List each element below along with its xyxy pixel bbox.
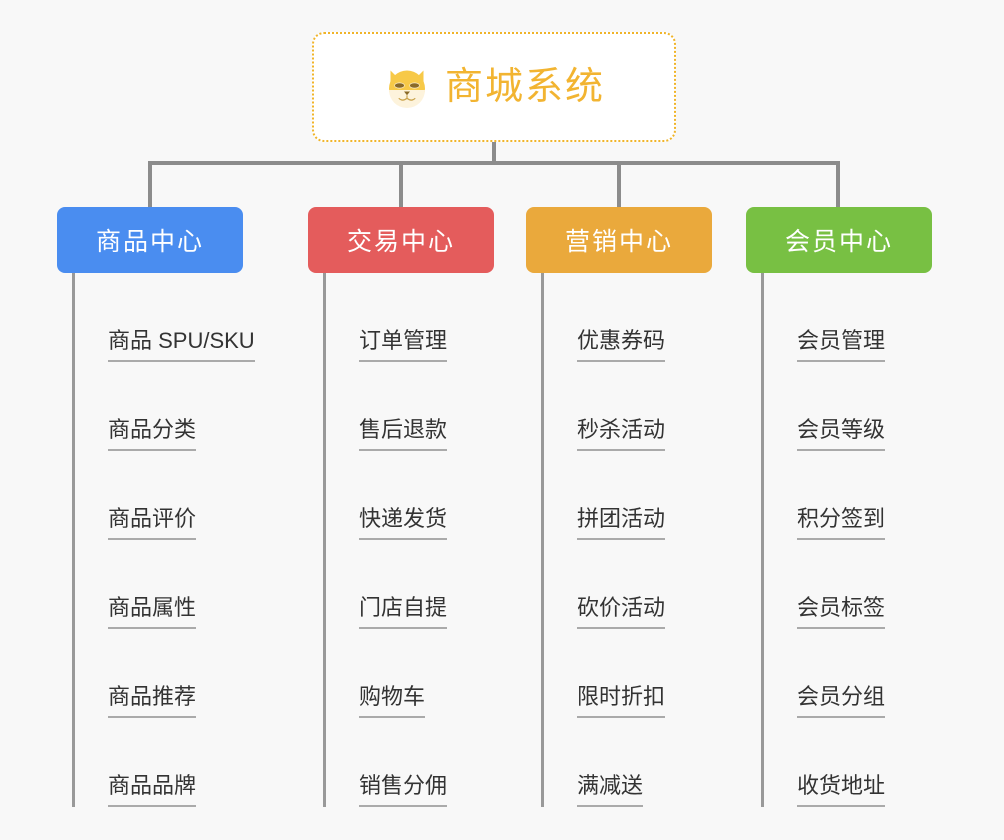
branch-column-marketing-center: 营销中心 优惠券码 秒杀活动 拼团活动 砍价活动 限时折扣 满减送 — [526, 207, 712, 807]
leaf-label: 拼团活动 — [577, 506, 666, 540]
list-item[interactable]: 商品分类 — [75, 362, 255, 451]
list-item[interactable]: 满减送 — [544, 718, 712, 807]
leaf-label: 秒杀活动 — [577, 417, 666, 451]
branch-header-label: 营销中心 — [564, 228, 673, 256]
leaf-list-trade-center: 订单管理 售后退款 快递发货 门店自提 购物车 销售分佣 — [323, 273, 494, 807]
leaf-list-member-center: 会员管理 会员等级 积分签到 会员标签 会员分组 收货地址 — [761, 273, 932, 807]
leaf-label: 订单管理 — [359, 328, 448, 362]
list-item[interactable]: 商品品牌 — [75, 718, 255, 807]
root-node[interactable]: 商城系统 — [312, 32, 676, 142]
list-item[interactable]: 优惠券码 — [544, 273, 712, 362]
leaf-label: 快递发货 — [359, 506, 448, 540]
branch-header-member-center[interactable]: 会员中心 — [746, 207, 932, 273]
list-item[interactable]: 售后退款 — [326, 362, 494, 451]
leaf-label: 商品属性 — [108, 595, 197, 629]
root-title: 商城系统 — [444, 66, 605, 108]
branch-column-product-center: 商品中心 商品 SPU/SKU 商品分类 商品评价 商品属性 商品推荐 商品品牌 — [57, 207, 255, 807]
list-item[interactable]: 砍价活动 — [544, 540, 712, 629]
leaf-label: 会员标签 — [797, 595, 886, 629]
leaf-label: 购物车 — [359, 684, 426, 718]
branch-header-marketing-center[interactable]: 营销中心 — [526, 207, 712, 273]
leaf-list-marketing-center: 优惠券码 秒杀活动 拼团活动 砍价活动 限时折扣 满减送 — [541, 273, 712, 807]
leaf-label: 商品品牌 — [108, 773, 197, 807]
list-item[interactable]: 会员分组 — [764, 629, 932, 718]
branch-header-trade-center[interactable]: 交易中心 — [308, 207, 494, 273]
leaf-label: 会员等级 — [797, 417, 886, 451]
list-item[interactable]: 会员管理 — [764, 273, 932, 362]
list-item[interactable]: 秒杀活动 — [544, 362, 712, 451]
leaf-label: 售后退款 — [359, 417, 448, 451]
list-item[interactable]: 会员标签 — [764, 540, 932, 629]
list-item[interactable]: 积分签到 — [764, 451, 932, 540]
leaf-label: 收货地址 — [797, 773, 886, 807]
branch-header-product-center[interactable]: 商品中心 — [57, 207, 243, 273]
leaf-label: 会员分组 — [797, 684, 886, 718]
leaf-label: 会员管理 — [797, 328, 886, 362]
leaf-label: 满减送 — [577, 773, 644, 807]
leaf-label: 优惠券码 — [577, 328, 666, 362]
shiba-dog-face-icon — [388, 70, 425, 108]
list-item[interactable]: 订单管理 — [326, 273, 494, 362]
leaf-label: 销售分佣 — [359, 773, 448, 807]
leaf-label: 商品评价 — [108, 506, 197, 540]
list-item[interactable]: 收货地址 — [764, 718, 932, 807]
leaf-label: 商品分类 — [108, 417, 197, 451]
list-item[interactable]: 门店自提 — [326, 540, 494, 629]
leaf-label: 商品 SPU/SKU — [108, 328, 255, 362]
list-item[interactable]: 商品推荐 — [75, 629, 255, 718]
branch-column-member-center: 会员中心 会员管理 会员等级 积分签到 会员标签 会员分组 收货地址 — [746, 207, 932, 807]
leaf-label: 砍价活动 — [577, 595, 666, 629]
list-item[interactable]: 会员等级 — [764, 362, 932, 451]
branch-column-trade-center: 交易中心 订单管理 售后退款 快递发货 门店自提 购物车 销售分佣 — [308, 207, 494, 807]
list-item[interactable]: 商品属性 — [75, 540, 255, 629]
leaf-label: 积分签到 — [797, 506, 886, 540]
branch-header-label: 商品中心 — [95, 228, 204, 256]
leaf-list-product-center: 商品 SPU/SKU 商品分类 商品评价 商品属性 商品推荐 商品品牌 — [72, 273, 255, 807]
leaf-label: 商品推荐 — [108, 684, 197, 718]
list-item[interactable]: 销售分佣 — [326, 718, 494, 807]
list-item[interactable]: 快递发货 — [326, 451, 494, 540]
leaf-label: 门店自提 — [359, 595, 448, 629]
list-item[interactable]: 购物车 — [326, 629, 494, 718]
branch-header-label: 会员中心 — [784, 228, 893, 256]
branch-header-label: 交易中心 — [346, 228, 455, 256]
list-item[interactable]: 商品 SPU/SKU — [75, 273, 255, 362]
leaf-label: 限时折扣 — [577, 684, 666, 718]
list-item[interactable]: 拼团活动 — [544, 451, 712, 540]
list-item[interactable]: 商品评价 — [75, 451, 255, 540]
list-item[interactable]: 限时折扣 — [544, 629, 712, 718]
